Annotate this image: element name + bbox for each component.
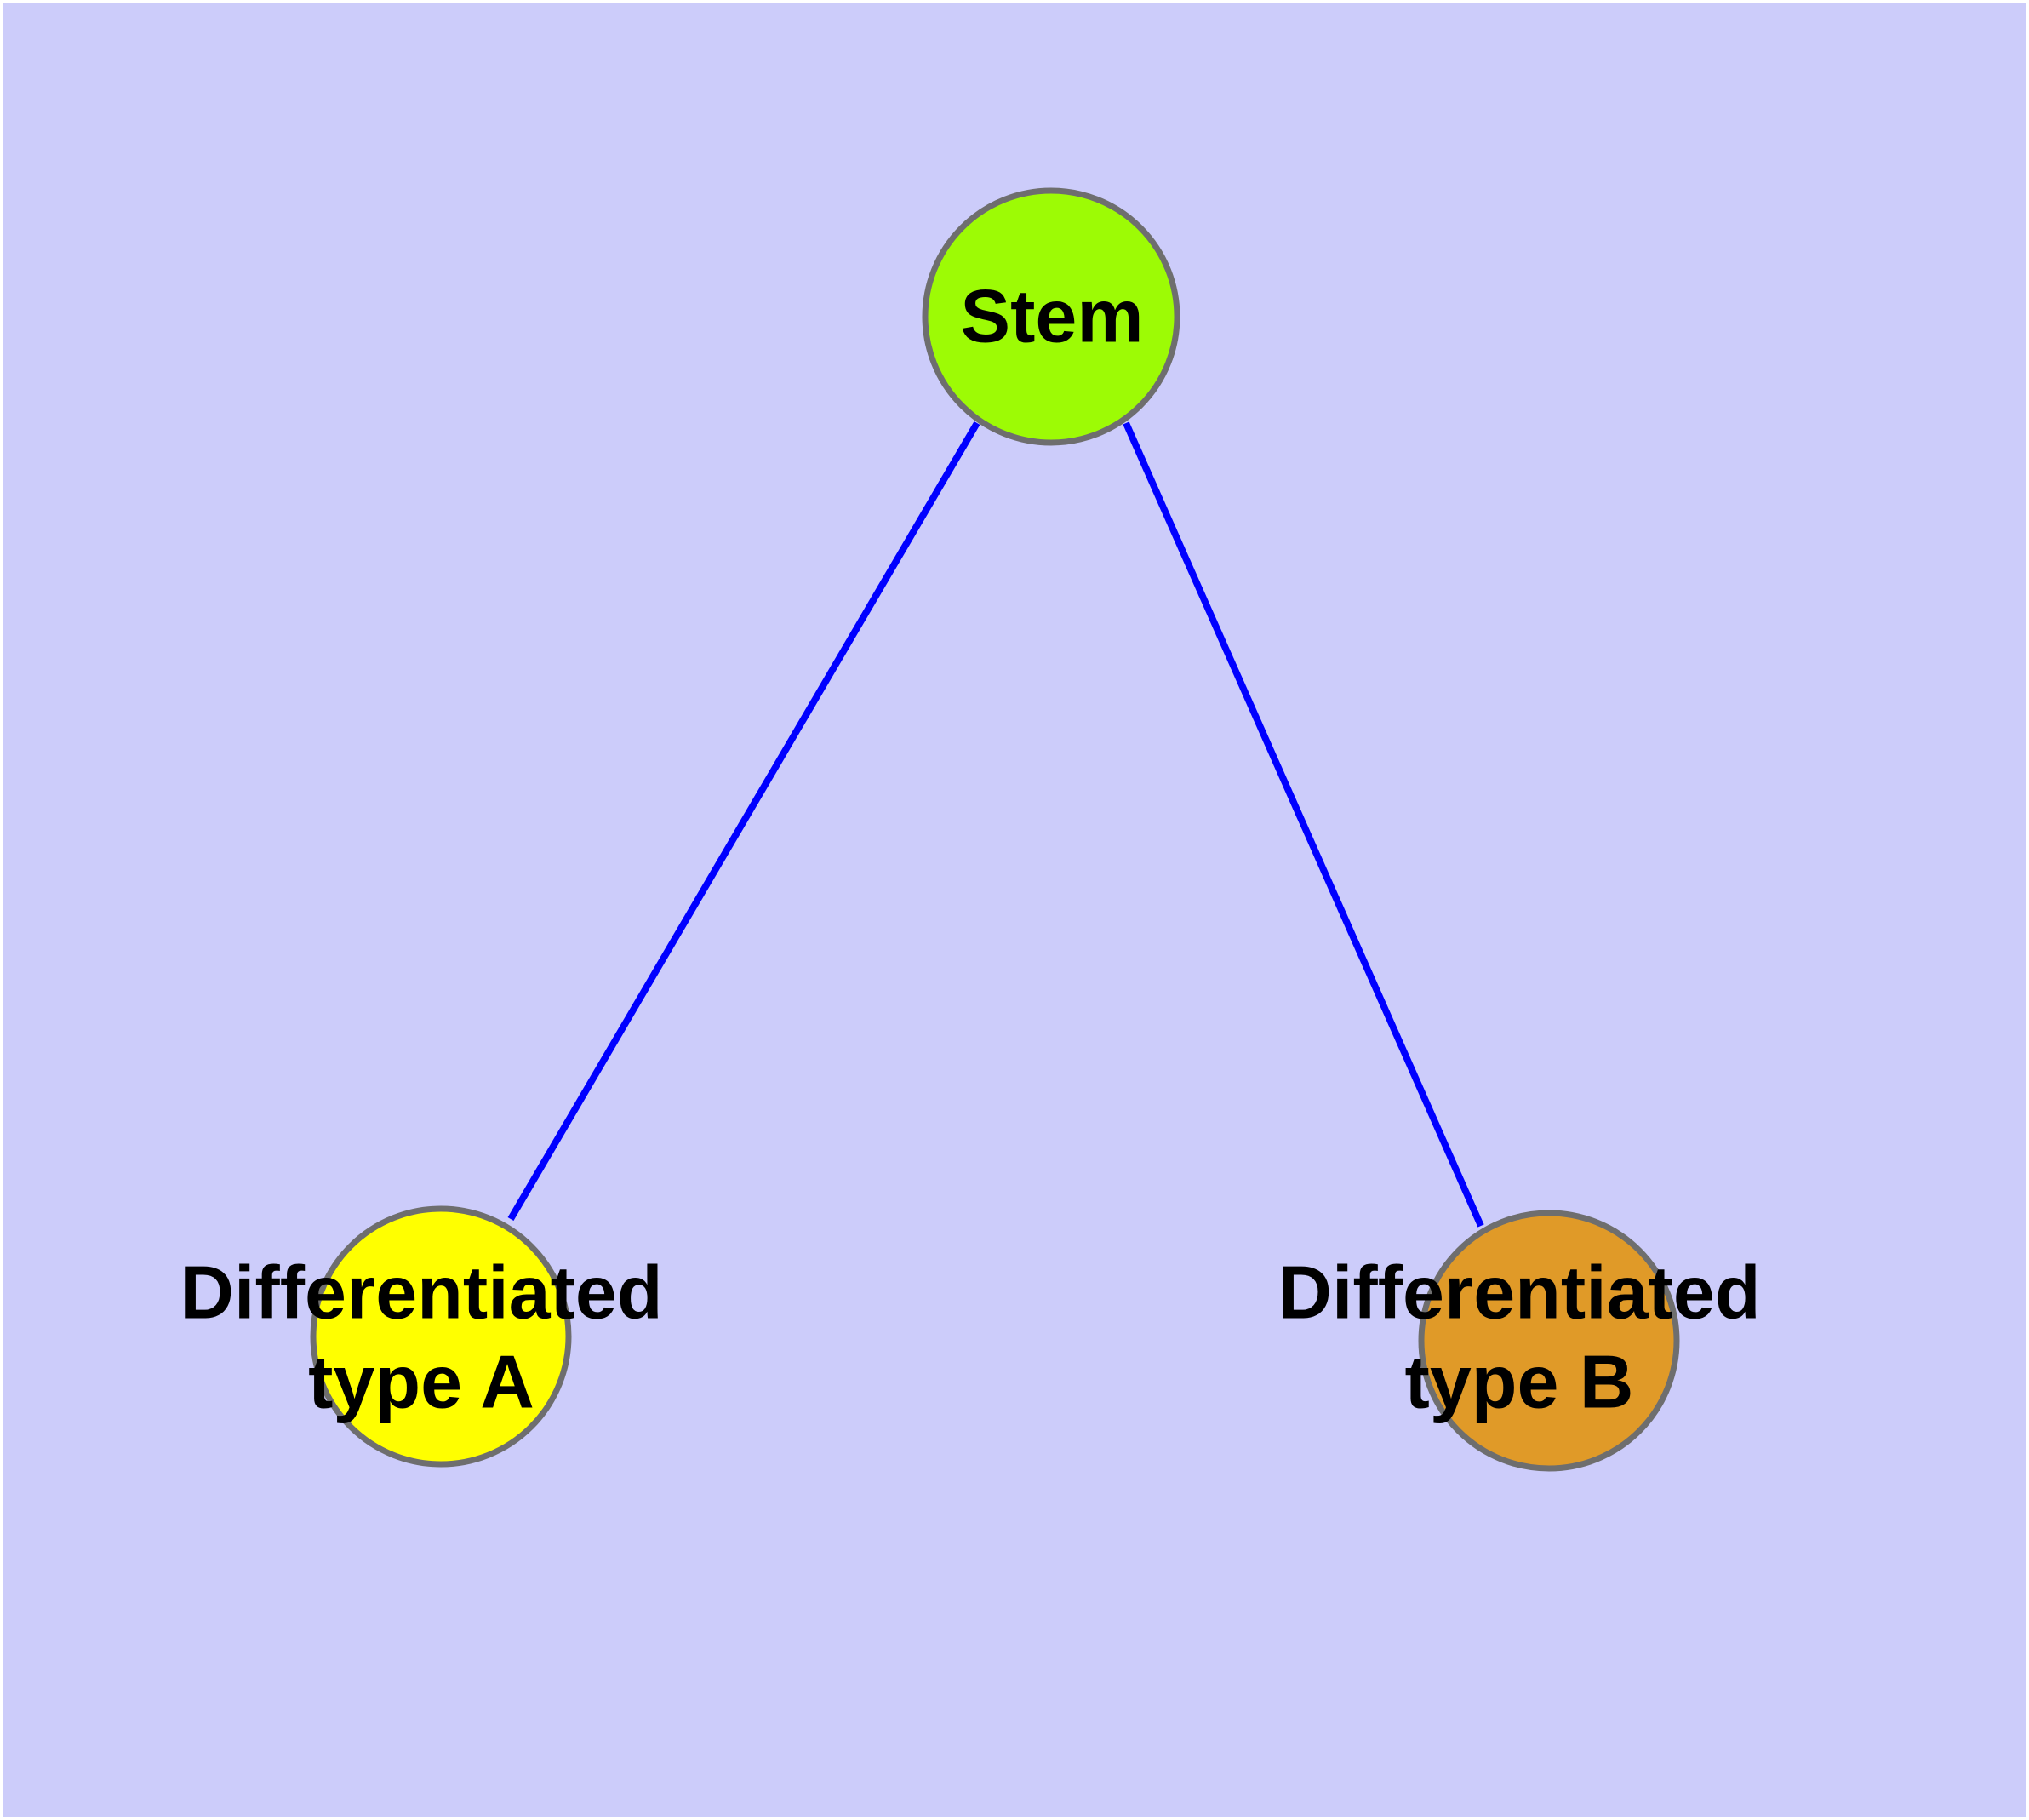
node-stem[interactable] [922, 187, 1180, 446]
edge-stem-to-differentiated-type-a[interactable] [507, 421, 980, 1222]
node-differentiated-type-b[interactable] [1418, 1210, 1680, 1472]
node-label-differentiated-type-b-line2: type B [1405, 1339, 1634, 1423]
node-label-differentiated-type-a-line2: type A [308, 1339, 534, 1423]
label-layer: Stem Differentiated type A Differentiate… [180, 273, 1760, 1423]
node-differentiated-type-a[interactable] [310, 1205, 572, 1468]
node-label-differentiated-type-b-line1: Differentiated [1277, 1250, 1760, 1334]
node-label-stem: Stem [960, 273, 1143, 358]
node-layer [310, 187, 1680, 1472]
edge-stem-to-differentiated-type-b[interactable] [1123, 421, 1484, 1228]
edge-layer [507, 421, 1484, 1228]
node-label-differentiated-type-a-line1: Differentiated [180, 1250, 662, 1334]
